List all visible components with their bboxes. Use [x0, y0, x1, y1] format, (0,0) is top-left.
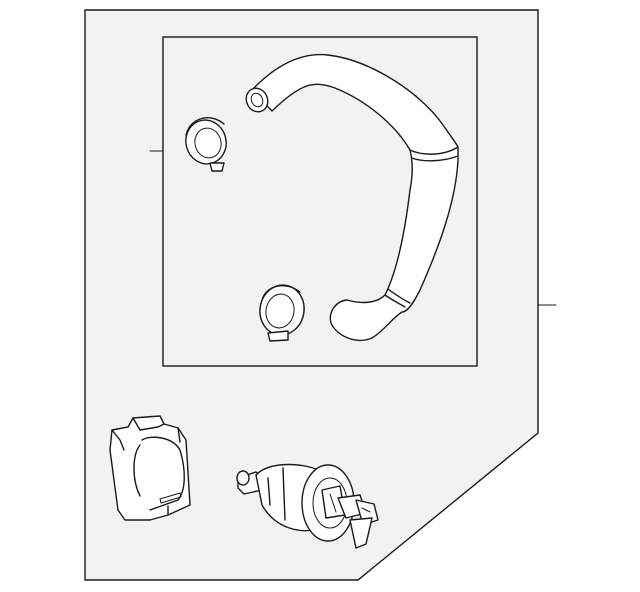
hose-clamp-lower	[259, 284, 305, 342]
hose-clamp-upper	[185, 117, 227, 172]
purge-valve	[236, 463, 379, 549]
breather-hose	[245, 53, 459, 341]
mounting-bracket	[109, 415, 191, 521]
